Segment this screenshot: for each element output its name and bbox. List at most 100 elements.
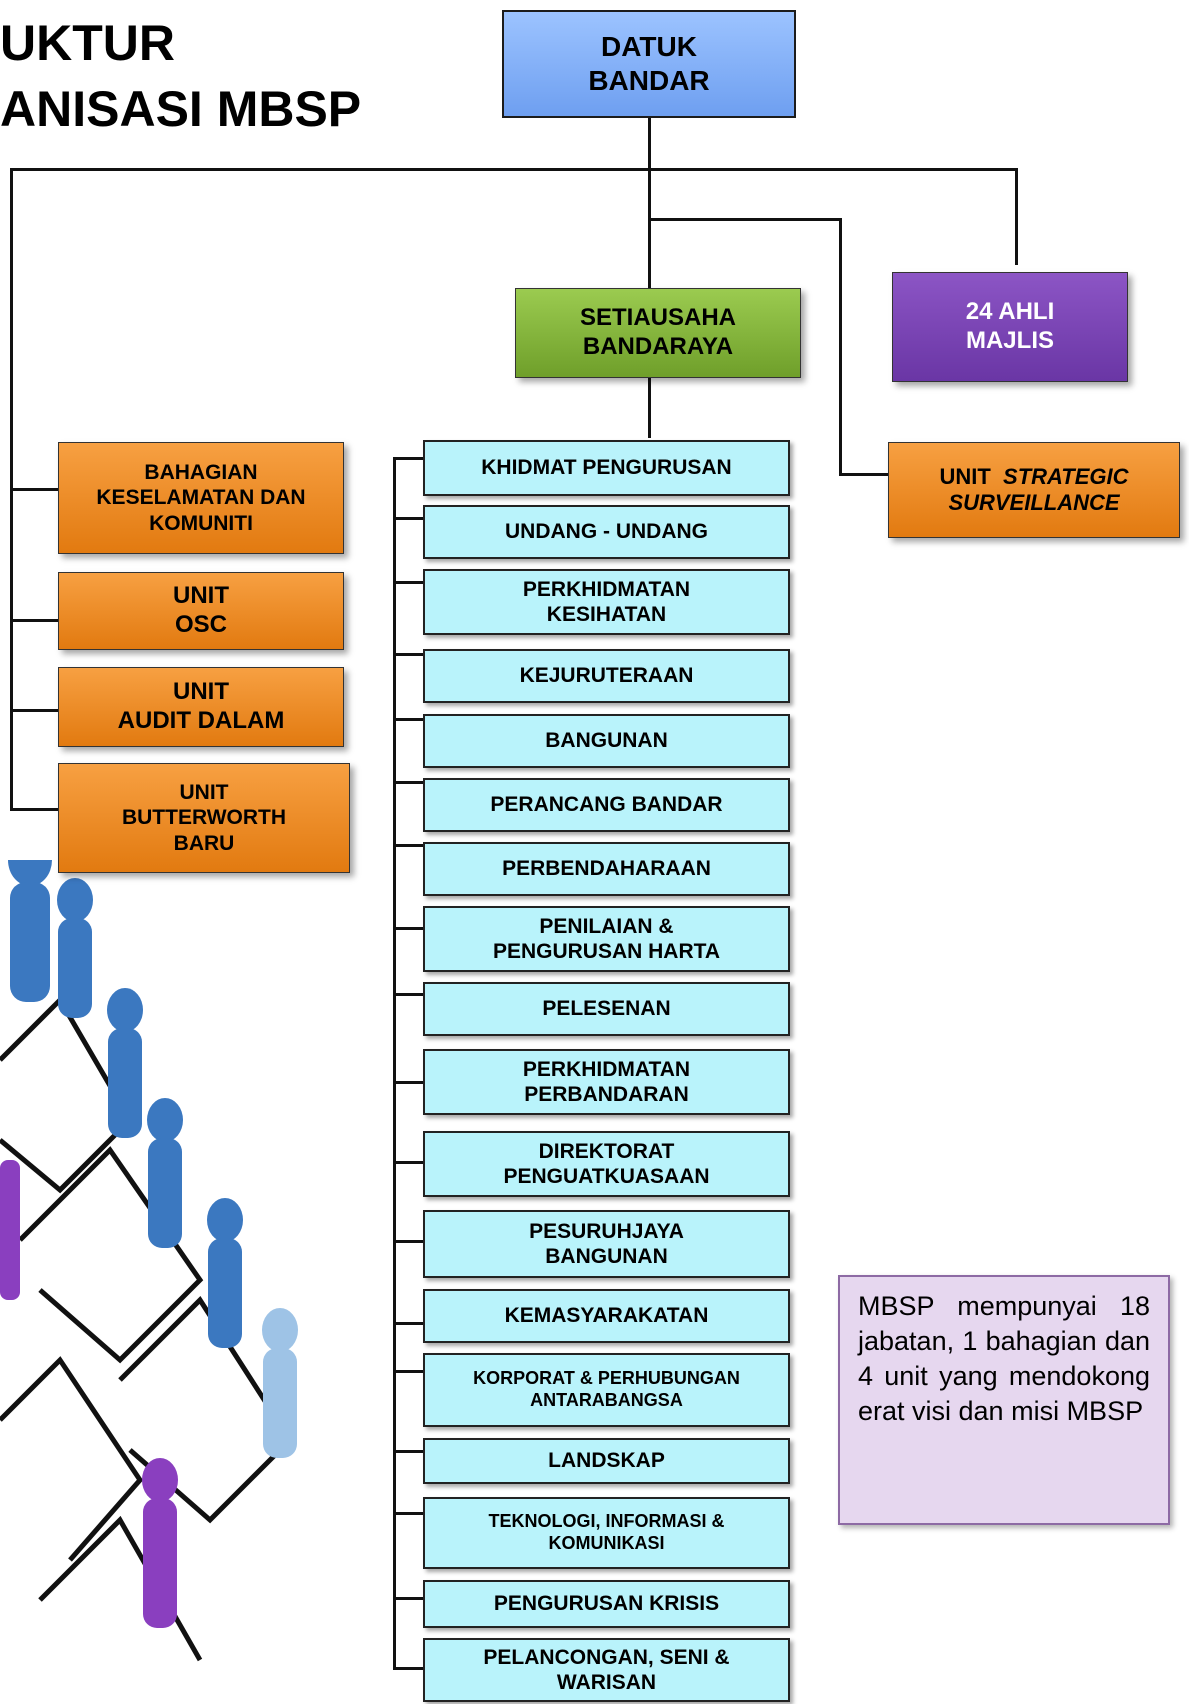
department-label: PERANCANG BANDAR [490, 793, 723, 817]
department-label: BANGUNAN [545, 1245, 668, 1268]
connector [393, 1240, 423, 1243]
department-box: PELESENAN [423, 982, 790, 1036]
department-label: PENGUATKUASAAN [503, 1165, 710, 1188]
department-box: PELANCONGAN, SENI & WARISAN [423, 1638, 790, 1702]
department-box: KORPORAT & PERHUBUNGAN ANTARABANGSA [423, 1353, 790, 1427]
left-unit-box: UNIT BUTTERWORTH BARU [58, 763, 350, 873]
left-unit-line: OSC [174, 611, 227, 638]
department-label: PERKHIDMATAN [522, 1057, 691, 1081]
left-unit-line: UNIT [173, 582, 229, 610]
department-label: PERBANDARAN [524, 1083, 689, 1106]
department-label: PESURUHJAYA [529, 1219, 684, 1243]
department-label: PERKHIDMATAN [522, 577, 691, 601]
department-box: TEKNOLOGI, INFORMASI & KOMUNIKASI [423, 1497, 790, 1569]
setiausaha-line1: SETIAUSAHA [579, 304, 736, 332]
connector [393, 781, 423, 784]
left-unit-box: UNIT AUDIT DALAM [58, 667, 344, 747]
connector [393, 1597, 423, 1600]
connector [393, 1081, 423, 1084]
connector [393, 1450, 423, 1453]
department-label: BANGUNAN [545, 729, 668, 753]
connector [393, 1322, 423, 1325]
left-unit-line: UNIT [179, 781, 229, 805]
setiausaha-bandaraya-box: SETIAUSAHA BANDARAYA [515, 288, 801, 378]
connector [393, 993, 423, 996]
department-label: PENILAIAN & [539, 914, 674, 938]
department-box: DIREKTORAT PENGUATKUASAAN [423, 1131, 790, 1197]
department-label: PENGURUSAN KRISIS [493, 1592, 720, 1616]
connector [839, 473, 889, 476]
left-unit-line: AUDIT DALAM [117, 707, 285, 734]
left-unit-line: BAHAGIAN [144, 461, 258, 485]
department-box: BANGUNAN [423, 714, 790, 768]
connector [393, 1161, 423, 1164]
department-label: UNDANG - UNDANG [505, 520, 708, 544]
left-unit-line: KESELAMATAN DAN [96, 486, 306, 510]
connector [393, 927, 423, 930]
department-box: PERKHIDMATAN KESIHATAN [423, 569, 790, 635]
department-box: UNDANG - UNDANG [423, 505, 790, 559]
department-box: PERBENDAHARAAN [423, 842, 790, 896]
unit-strategic-prefix: UNIT [939, 463, 991, 489]
datuk-bandar-line2: BANDAR [588, 65, 710, 96]
connector [10, 488, 58, 491]
datuk-bandar-line1: DATUK [601, 31, 697, 63]
page-title-line-1: UKTUR [0, 15, 175, 71]
connector [393, 517, 423, 520]
datuk-bandar-box: DATUK BANDAR [502, 10, 796, 118]
department-box: PENGURUSAN KRISIS [423, 1580, 790, 1628]
connector [393, 581, 423, 584]
summary-note: MBSP mempunyai 18 jabatan, 1 bahagian da… [838, 1275, 1170, 1525]
unit-strategic-line2: SURVEILLANCE [948, 490, 1120, 515]
connector [10, 709, 58, 712]
connector [393, 1370, 423, 1373]
connector [648, 218, 841, 221]
department-label: KOMUNIKASI [548, 1533, 665, 1553]
left-unit-line: KOMUNITI [149, 511, 253, 535]
connector [393, 844, 423, 847]
left-unit-line: BARU [173, 831, 235, 855]
department-label: DIREKTORAT [538, 1139, 675, 1163]
department-label: LANDSKAP [548, 1449, 665, 1473]
connector [393, 457, 396, 1670]
connector [393, 457, 423, 460]
left-unit-line: BUTTERWORTH [121, 806, 287, 830]
department-box: PESURUHJAYA BANGUNAN [423, 1210, 790, 1278]
unit-strategic-surveillance-box: UNIT STRATEGIC SURVEILLANCE [888, 442, 1180, 538]
department-label: KEJURUTERAAN [519, 664, 694, 688]
connector [10, 808, 58, 811]
department-label: PELANCONGAN, SENI & [483, 1645, 730, 1669]
connector [648, 378, 651, 438]
department-label: KESIHATAN [546, 603, 667, 626]
department-box: PERKHIDMATAN PERBANDARAN [423, 1049, 790, 1115]
connector [10, 619, 58, 622]
department-label: PERBENDAHARAAN [502, 857, 711, 881]
department-box: PERANCANG BANDAR [423, 778, 790, 832]
department-box: KEJURUTERAAN [423, 649, 790, 703]
connector [648, 118, 651, 288]
setiausaha-line2: BANDARAYA [582, 333, 734, 360]
page-title-line-2: ANISASI MBSP [0, 81, 362, 137]
left-unit-box: BAHAGIAN KESELAMATAN DAN KOMUNITI [58, 442, 344, 554]
department-box: KHIDMAT PENGURUSAN [423, 440, 790, 496]
department-label: KHIDMAT PENGURUSAN [481, 456, 732, 480]
connector [393, 653, 423, 656]
department-label: TEKNOLOGI, INFORMASI & [488, 1511, 725, 1532]
department-label: KEMASYARAKATAN [504, 1304, 709, 1328]
department-label: ANTARABANGSA [530, 1390, 683, 1410]
department-box: PENILAIAN & PENGURUSAN HARTA [423, 906, 790, 972]
connector [393, 1512, 423, 1515]
department-box: KEMASYARAKATAN [423, 1289, 790, 1343]
people-network-illustration [0, 860, 298, 1662]
unit-strategic-italic-1: STRATEGIC [1003, 463, 1129, 489]
unit-strategic-line1: UNIT STRATEGIC [939, 464, 1128, 490]
ahli-line2: MAJLIS [965, 327, 1054, 354]
department-label: PENGURUSAN HARTA [492, 940, 721, 963]
connector [10, 168, 1018, 171]
connector [393, 1667, 423, 1670]
ahli-line1: 24 AHLI [965, 298, 1055, 326]
ahli-majlis-box: 24 AHLI MAJLIS [892, 272, 1128, 382]
left-unit-box: UNIT OSC [58, 572, 344, 650]
department-label: KORPORAT & PERHUBUNGAN [473, 1368, 740, 1389]
department-box: LANDSKAP [423, 1438, 790, 1484]
